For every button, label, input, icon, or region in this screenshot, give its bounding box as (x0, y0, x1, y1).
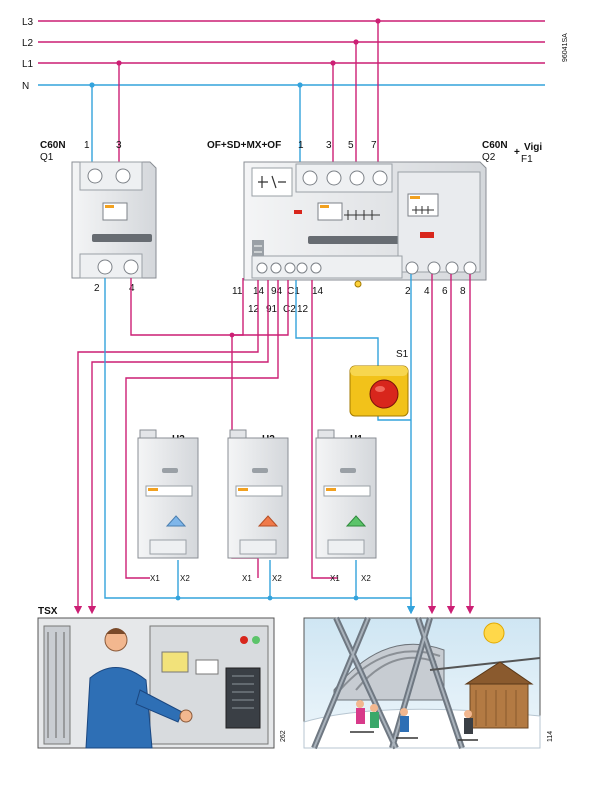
s1-ref: S1 (396, 349, 409, 360)
q2-terminal-4: 4 (424, 286, 430, 297)
lamp-h3: H3 X1 X2 (137, 429, 199, 583)
aux-terminal-14a: 14 (253, 286, 265, 297)
aux-terminal-5: 5 (348, 140, 354, 151)
h1-x1: X1 (330, 574, 340, 583)
h1-x2: X2 (361, 574, 371, 583)
breaker-q2-vigi: C60N + Vigi Q2 F1 2 4 6 8 (405, 140, 542, 297)
drawing-ref-code: 96041SA (562, 33, 569, 62)
q2-ref: Q2 (482, 152, 496, 163)
h3-x1: X1 (150, 574, 160, 583)
bus-label-l2: L2 (22, 38, 34, 49)
lamp-h1: H1 X1 X2 (315, 429, 377, 583)
ski-lift-illustration: 114 (303, 616, 554, 750)
emergency-button (369, 379, 399, 409)
q1-terminal-4: 4 (129, 283, 135, 294)
aux-terminal-3: 3 (326, 140, 332, 151)
feed-wires (89, 18, 381, 162)
bus-label-l3: L3 (22, 17, 34, 28)
aux-terminal-14b: 14 (312, 286, 324, 297)
q1-terminal-2: 2 (94, 283, 100, 294)
aux-terminal-12a: 12 (248, 304, 260, 315)
h2-x1: X1 (242, 574, 252, 583)
lamp-h2: H2 X1 X2 (227, 429, 289, 583)
q1-ref: Q1 (40, 152, 54, 163)
aux-terminal-7: 7 (371, 140, 377, 151)
aux-terminal-c1: C1 (287, 286, 300, 297)
q2-plus: + (514, 147, 520, 158)
q2-terminal-2: 2 (405, 286, 411, 297)
q1-terminal-1: 1 (84, 140, 90, 151)
tsx-code: 262 (280, 730, 287, 742)
aux-terminal-91: 91 (266, 304, 278, 315)
q1-name: C60N (40, 140, 66, 151)
aux-terminal-1: 1 (298, 140, 304, 151)
q2-terminal-6: 6 (442, 286, 448, 297)
aux-terminal-12b: 12 (297, 304, 309, 315)
lift-code: 114 (547, 731, 554, 742)
f1-ref: F1 (521, 154, 533, 165)
q1-terminal-3: 3 (116, 140, 122, 151)
h2-x2: X2 (272, 574, 282, 583)
q2-vigi: Vigi (524, 142, 542, 153)
breaker-q1: C60N Q1 1 3 2 4 (40, 140, 157, 294)
tsx-illustration: TSX 262 (37, 606, 287, 749)
aux-terminal-94: 94 (271, 286, 283, 297)
bus-label-l1: L1 (22, 59, 34, 70)
aux-terminal-c2: C2 (283, 304, 296, 315)
emergency-stop-s1: S1 (349, 349, 409, 417)
bus-label-n: N (22, 81, 29, 92)
tsx-label: TSX (38, 606, 58, 617)
supply-bus: L3 L2 L1 N 96041SA (22, 17, 569, 92)
h3-x2: X2 (180, 574, 190, 583)
q2-terminal-8: 8 (460, 286, 466, 297)
aux-block: OF+SD+MX+OF 1 3 5 7 11 (207, 140, 487, 315)
q2-name: C60N (482, 140, 508, 151)
aux-terminal-11: 11 (232, 286, 243, 297)
aux-name: OF+SD+MX+OF (207, 140, 281, 151)
